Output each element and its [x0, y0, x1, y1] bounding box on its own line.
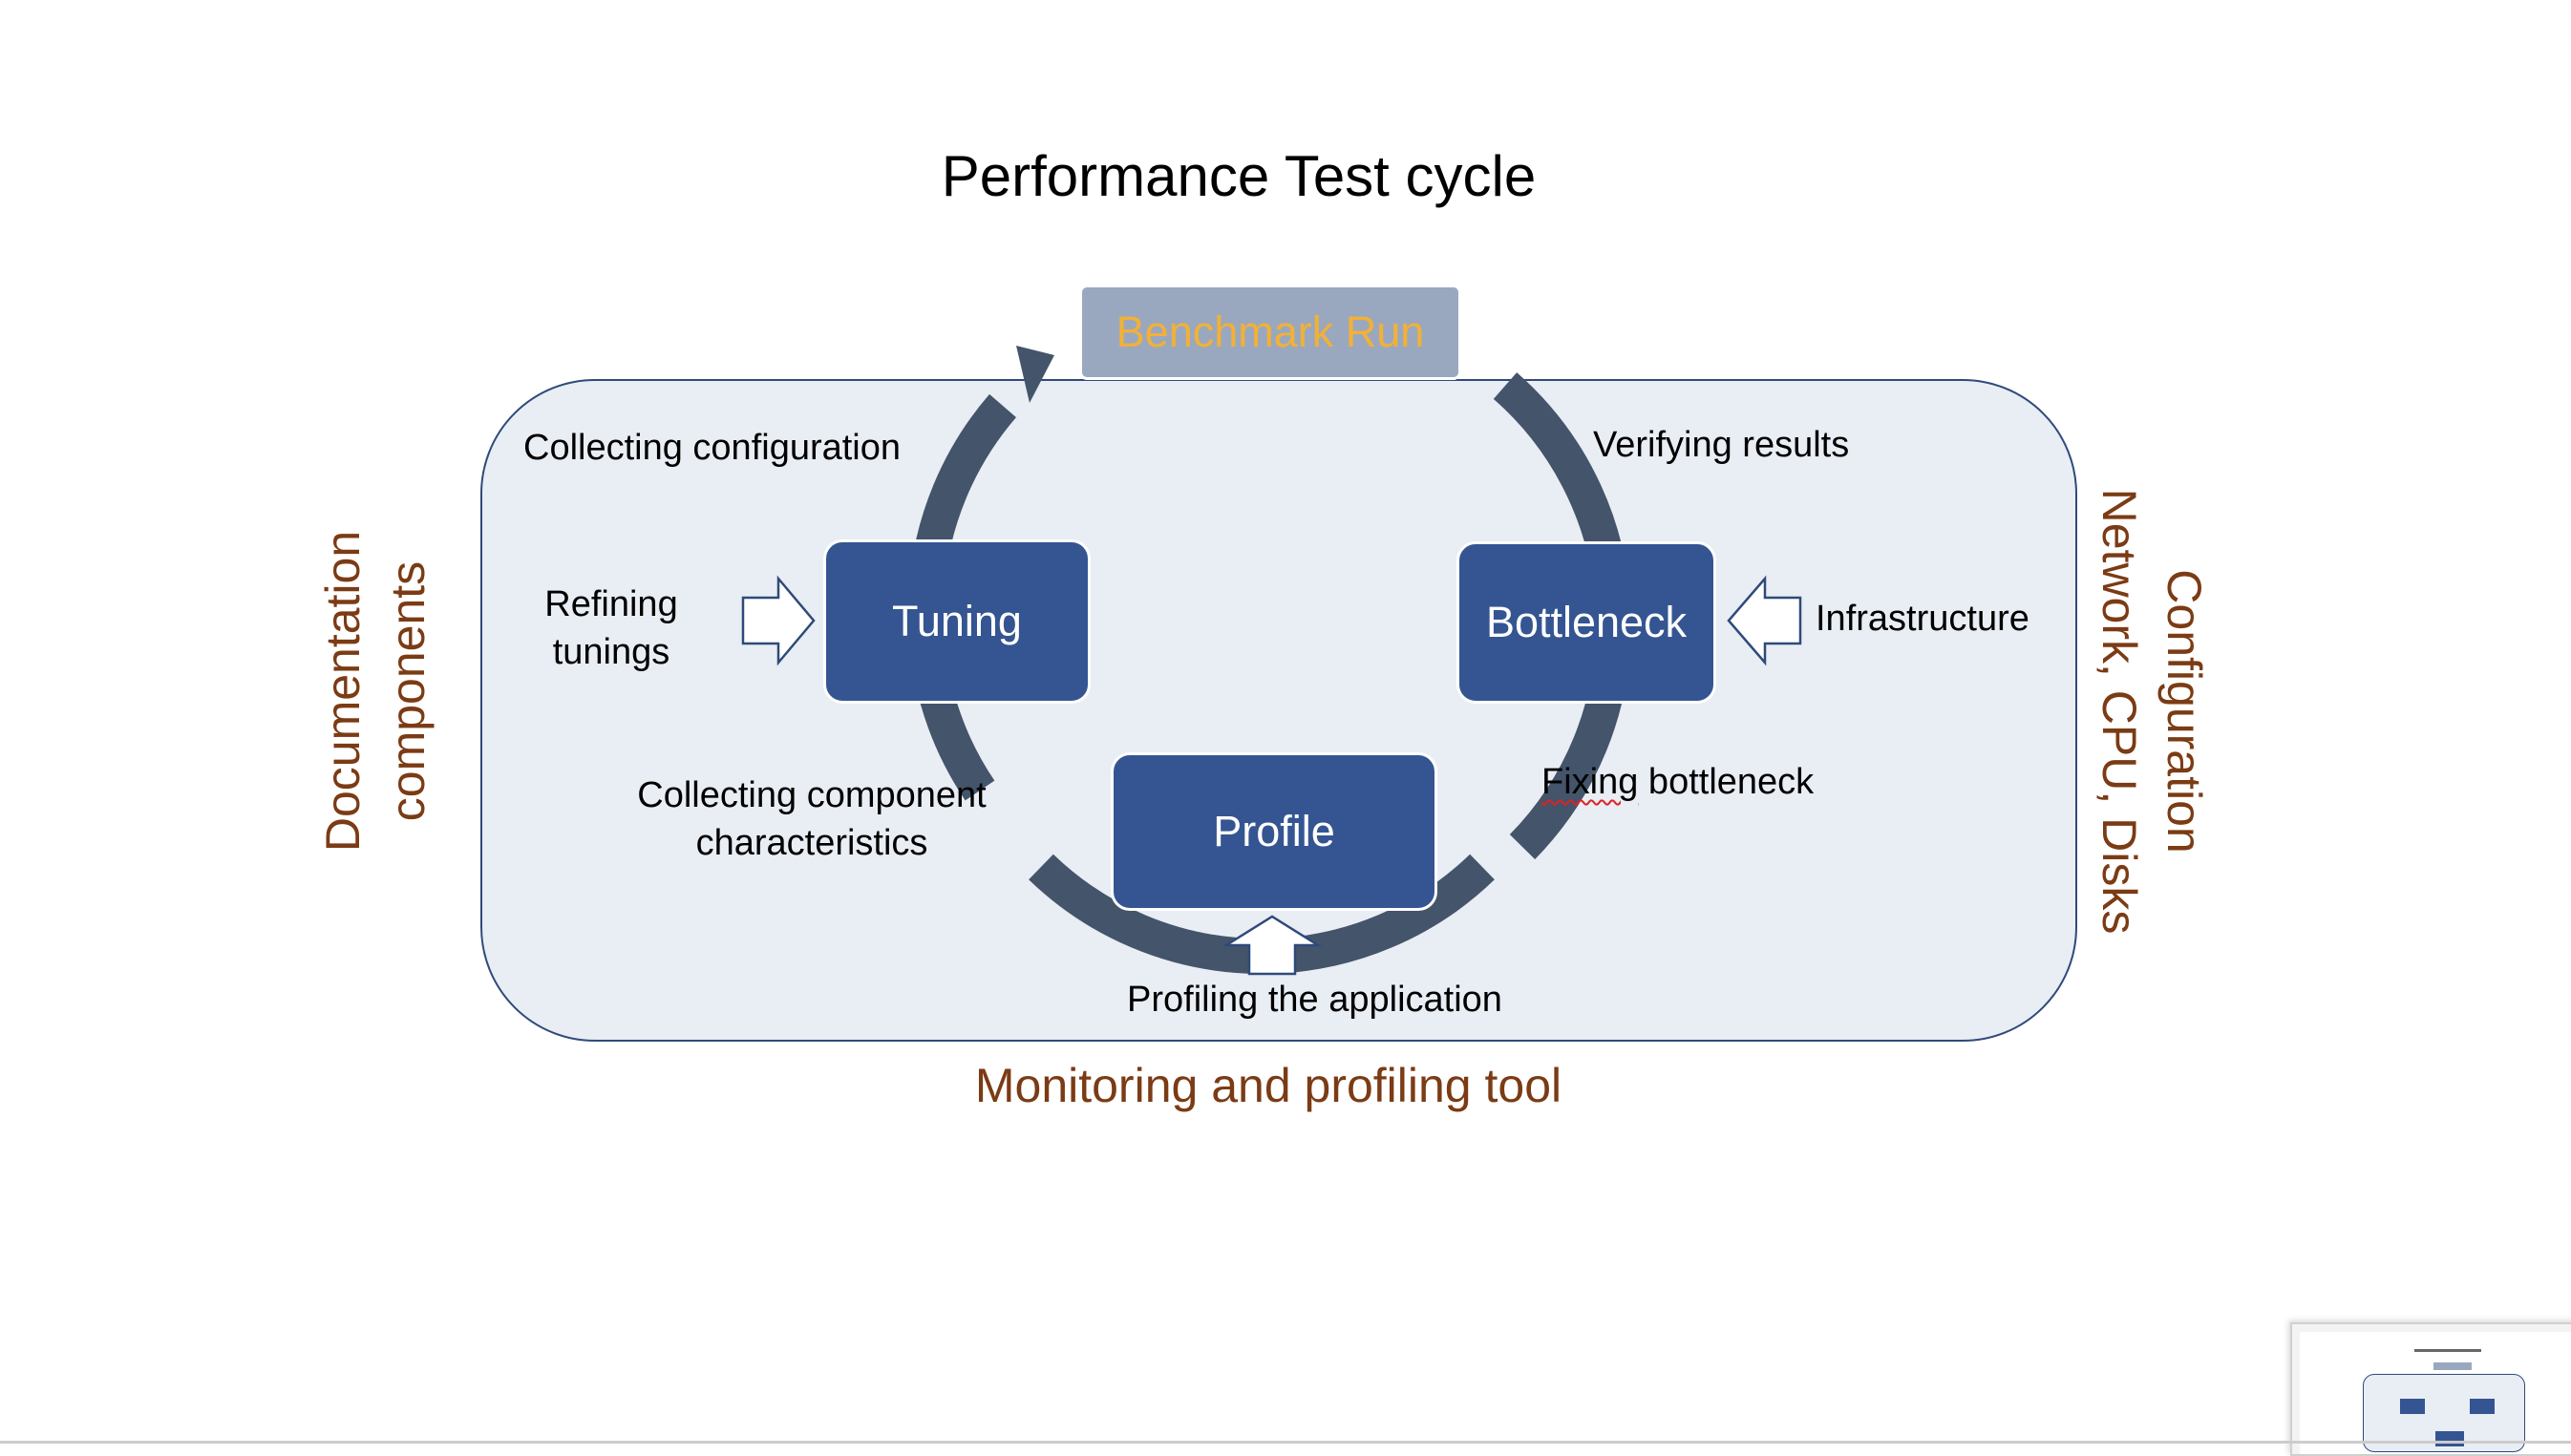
fixing-word: Fixing — [1541, 762, 1639, 802]
thumbnail-bottleneck-box — [2470, 1399, 2495, 1414]
refining-tunings-label: Refining tunings — [516, 580, 707, 676]
infrastructure-arrow-icon — [1727, 575, 1802, 666]
bottom-divider — [0, 1441, 2571, 1444]
fixing-rest: bottleneck — [1638, 762, 1815, 802]
slide-thumbnail[interactable] — [2290, 1322, 2571, 1456]
configuration-line-1: Configuration — [2157, 569, 2211, 854]
collecting-component-label: Collecting component characteristics — [621, 771, 1003, 867]
documentation-line-2: components — [381, 560, 435, 822]
refining-line-1: Refining — [544, 584, 678, 624]
benchmark-run-node[interactable]: Benchmark Run — [1079, 285, 1461, 380]
slide-thumbnail-preview — [2300, 1332, 2571, 1454]
thumbnail-title-line — [2414, 1349, 2481, 1352]
thumbnail-profile-box — [2435, 1431, 2464, 1446]
tuning-node[interactable]: Tuning — [823, 539, 1091, 704]
refining-line-2: tunings — [552, 632, 670, 672]
infrastructure-label: Infrastructure — [1816, 599, 2029, 639]
profile-node[interactable]: Profile — [1111, 752, 1437, 911]
thumbnail-tuning-box — [2400, 1399, 2425, 1414]
collecting-configuration-label: Collecting configuration — [523, 428, 902, 468]
collecting-component-line-2: characteristics — [695, 823, 928, 863]
thumbnail-bench-box — [2433, 1362, 2472, 1370]
documentation-components-label: Documentation components — [310, 531, 440, 852]
refining-arrow-icon — [741, 575, 816, 666]
profiling-application-label: Profiling the application — [1127, 980, 1502, 1020]
configuration-line-2: Network, CPU, Disks — [2093, 488, 2146, 935]
diagram-title: Performance Test cycle — [941, 144, 1537, 208]
monitoring-tool-label: Monitoring and profiling tool — [974, 1059, 1562, 1112]
collecting-component-line-1: Collecting component — [637, 775, 987, 815]
cycle-arrowhead-icon — [1016, 346, 1054, 403]
profiling-arrow-icon — [1222, 915, 1323, 976]
fixing-bottleneck-label: Fixing bottleneck — [1541, 762, 1814, 803]
verifying-results-label: Verifying results — [1593, 425, 1850, 465]
configuration-label: Configuration Network, CPU, Disks — [2087, 489, 2217, 935]
bottleneck-node[interactable]: Bottleneck — [1456, 541, 1716, 704]
documentation-line-1: Documentation — [316, 530, 370, 853]
